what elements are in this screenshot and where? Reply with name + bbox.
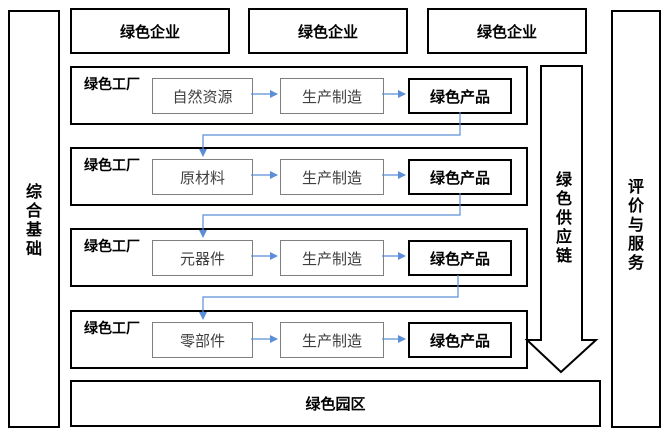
factory-row-2: 绿色工厂 原材料 生产制造 绿色产品 [70,147,528,206]
process-box: 生产制造 [280,78,384,114]
supply-chain-label: 绿 色 供 应 链 [555,170,572,265]
green-product-box: 绿色产品 [408,240,512,276]
green-product-box: 绿色产品 [408,159,512,195]
evaluation-column: 评 价 与 服 务 [611,10,661,428]
enterprise-box-1: 绿色企业 [70,8,230,54]
factory-row-3: 绿色工厂 元器件 生产制造 绿色产品 [70,228,528,287]
factory-title: 绿色工厂 [84,77,140,93]
factory-title: 绿色工厂 [84,158,140,174]
enterprise-box-3: 绿色企业 [427,8,587,54]
input-box: 零部件 [152,322,253,358]
factory-row-1: 绿色工厂 自然资源 生产制造 绿色产品 [70,66,528,125]
input-box: 原材料 [152,159,253,195]
evaluation-label: 评 价 与 服 务 [627,177,644,272]
enterprise-box-2: 绿色企业 [248,8,408,54]
process-box: 生产制造 [280,159,384,195]
input-box: 元器件 [152,240,253,276]
foundation-label: 综 合 基 础 [25,182,42,258]
input-box: 自然资源 [152,78,253,114]
process-box: 生产制造 [280,240,384,276]
factory-title: 绿色工厂 [84,239,140,255]
factory-title: 绿色工厂 [84,321,140,337]
green-product-box: 绿色产品 [408,78,512,114]
green-product-box: 绿色产品 [408,322,512,358]
green-park-box: 绿色园区 [70,380,601,427]
factory-row-4: 绿色工厂 零部件 生产制造 绿色产品 [70,310,528,369]
process-box: 生产制造 [280,322,384,358]
foundation-column: 综 合 基 础 [8,10,60,428]
